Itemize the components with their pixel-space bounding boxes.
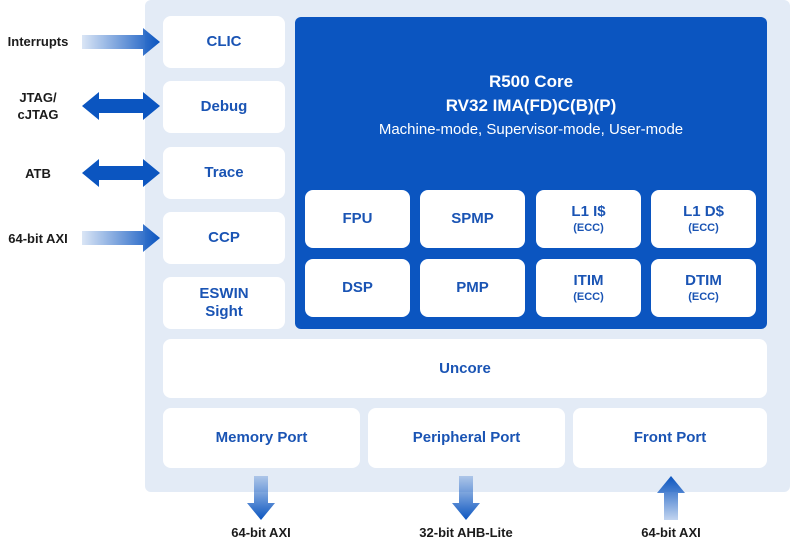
axi-ccp-arrow	[82, 224, 160, 252]
memory-port-arrow	[247, 476, 275, 520]
atb-label: ATB	[25, 166, 51, 181]
ccp-block: CCP	[163, 212, 285, 264]
peripheral-port-arrow	[452, 476, 480, 520]
fpu-unit: FPU	[305, 190, 410, 248]
itim-label: ITIM	[573, 272, 604, 289]
l1-icache-unit: L1 I$ (ECC)	[536, 190, 641, 248]
front-port-block: Front Port	[573, 408, 767, 468]
peripheral-bus-label: 32-bit AHB-Lite	[419, 525, 513, 540]
eswin-line1: ESWIN	[199, 285, 249, 302]
memory-bus-label: 64-bit AXI	[231, 525, 291, 540]
l1-dcache-ecc: (ECC)	[688, 222, 719, 234]
spmp-unit: SPMP	[420, 190, 525, 248]
peripheral-port-block: Peripheral Port	[368, 408, 565, 468]
jtag-arrow	[82, 92, 160, 120]
atb-arrow	[82, 159, 160, 187]
pmp-unit: PMP	[420, 259, 525, 317]
l1-icache-ecc: (ECC)	[573, 222, 604, 234]
l1-dcache-label: L1 D$	[683, 203, 724, 220]
uncore-block: Uncore	[163, 339, 767, 398]
itim-unit: ITIM (ECC)	[536, 259, 641, 317]
l1-icache-label: L1 I$	[571, 203, 606, 220]
dtim-unit: DTIM (ECC)	[651, 259, 756, 317]
jtag-label-line1: JTAG/	[19, 90, 57, 105]
eswin-sight-block: ESWIN Sight	[163, 277, 285, 329]
debug-block: Debug	[163, 81, 285, 133]
dsp-unit: DSP	[305, 259, 410, 317]
axi-ccp-label: 64-bit AXI	[8, 231, 68, 246]
clic-block: CLIC	[163, 16, 285, 68]
front-port-arrow	[657, 476, 685, 520]
dtim-ecc: (ECC)	[688, 291, 719, 303]
trace-block: Trace	[163, 147, 285, 199]
interrupts-label: Interrupts	[7, 34, 69, 49]
core-modes: Machine-mode, Supervisor-mode, User-mode	[378, 121, 684, 138]
front-bus-label: 64-bit AXI	[641, 525, 701, 540]
jtag-label-line2: cJTAG	[17, 107, 59, 122]
jtag-label: JTAG/ cJTAG	[0, 89, 76, 123]
interrupts-arrow	[82, 28, 160, 56]
memory-port-block: Memory Port	[163, 408, 360, 468]
itim-ecc: (ECC)	[573, 291, 604, 303]
core-isa: RV32 IMA(FD)C(B)(P)	[445, 96, 617, 115]
eswin-line2: Sight	[205, 303, 243, 320]
l1-dcache-unit: L1 D$ (ECC)	[651, 190, 756, 248]
core-title: R500 Core	[488, 72, 574, 91]
dtim-label: DTIM	[685, 272, 722, 289]
